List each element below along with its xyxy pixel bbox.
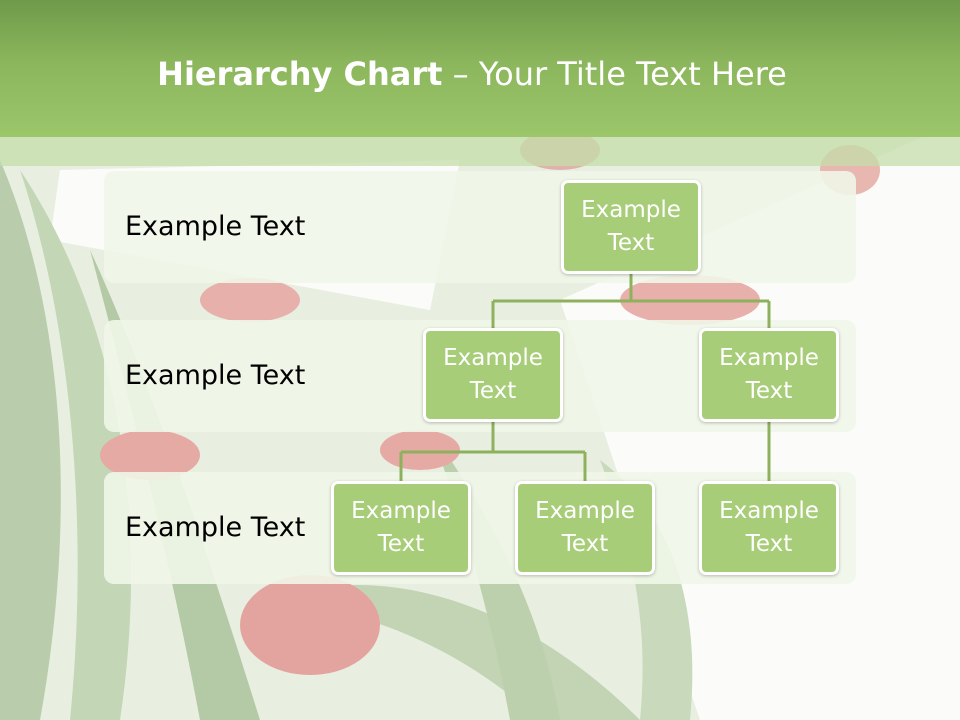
title-bar-strip [0,137,960,166]
title-dash: – [442,55,479,93]
level-label-2: Example Text [125,360,306,391]
node-level3-2[interactable]: Example Text [515,481,655,575]
level-band-1: Example Text [104,171,856,283]
node-level3-2-text: Example Text [535,498,635,557]
node-root[interactable]: Example Text [561,180,701,274]
node-level2-right-text: Example Text [719,345,819,404]
node-level2-right[interactable]: Example Text [699,328,839,422]
title-rest-part: Your Title Text Here [478,55,787,93]
node-root-text: Example Text [581,197,681,256]
level-label-1: Example Text [125,211,306,242]
slide-title: Hierarchy Chart – Your Title Text Here [0,55,944,93]
level-label-3: Example Text [125,512,306,543]
node-level3-1[interactable]: Example Text [331,481,471,575]
node-level2-left[interactable]: Example Text [423,328,563,422]
title-bold-part: Hierarchy Chart [157,55,443,93]
title-bar [0,0,960,137]
node-level3-1-text: Example Text [351,498,451,557]
node-level3-3-text: Example Text [719,498,819,557]
node-level2-left-text: Example Text [443,345,543,404]
node-level3-3[interactable]: Example Text [699,481,839,575]
